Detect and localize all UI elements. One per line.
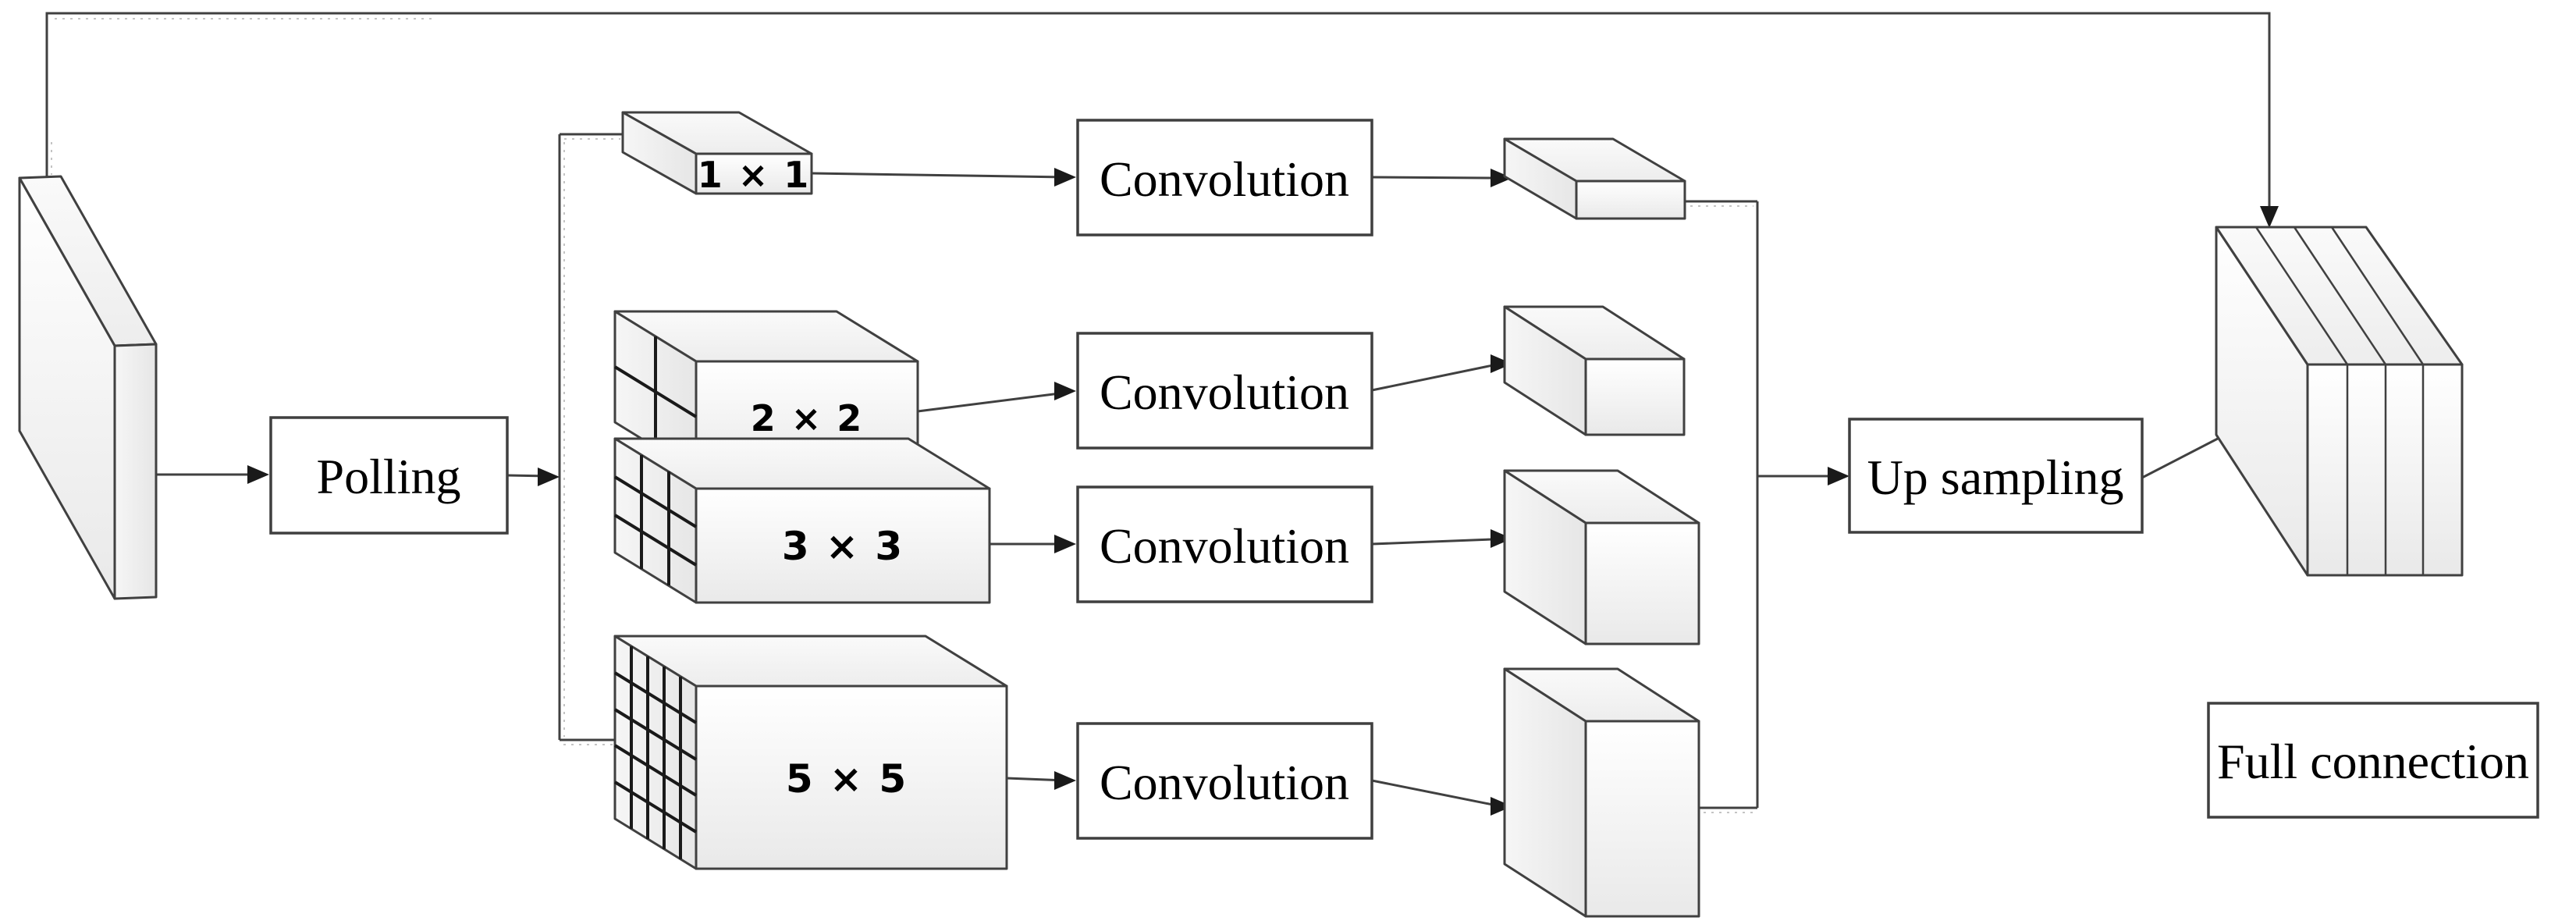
full-connection-label: Full connection <box>2217 734 2529 789</box>
pooling-box <box>269 416 509 535</box>
arrowhead-into-conv3 <box>1054 535 1076 553</box>
block1-to-conv1-line <box>811 172 1067 179</box>
arrowhead-into-conv2 <box>1054 382 1076 400</box>
conv3-to-out3-line <box>1371 538 1494 546</box>
conv-label-4: Convolution <box>1099 755 1350 810</box>
result-box-1 <box>1503 137 1686 220</box>
upsampling-box <box>1848 418 2144 534</box>
result-box-3-front-face <box>1584 521 1700 645</box>
pool-block-3x3 <box>613 437 991 604</box>
pool-block-5x5-front-face <box>695 685 1008 870</box>
dotted-guides <box>51 18 1753 813</box>
pool-block-2x2-grid <box>613 336 698 447</box>
arrowhead-into-conv4 <box>1054 771 1076 790</box>
result-box-1-front-face <box>1575 180 1686 220</box>
arrowhead-skip-down <box>2260 206 2279 228</box>
upsampling-label: Up sampling <box>1867 450 2124 505</box>
pool-size-label-1x1: 1 × 1 <box>697 154 811 196</box>
skip-connection-line <box>45 12 2271 220</box>
arrowhead-into-out4 <box>1491 797 1512 816</box>
conv-box-1 <box>1076 119 1373 236</box>
conv4-to-out4-line <box>1371 779 1494 806</box>
pool-block-5x5 <box>613 635 1008 870</box>
conv-label-3: Convolution <box>1099 518 1350 574</box>
arrowhead-into-pooling <box>247 465 269 484</box>
conv-box-2 <box>1076 332 1373 450</box>
connectors <box>45 12 2271 809</box>
block2-to-conv2-line <box>917 391 1067 413</box>
conv-label-1: Convolution <box>1099 151 1350 207</box>
input-slab-right-face <box>113 343 158 600</box>
arrowhead-into-out2 <box>1491 354 1512 373</box>
arrowhead-into-conv1 <box>1054 168 1076 187</box>
arrowhead-into-out1 <box>1491 169 1512 187</box>
process-boxes <box>269 119 2539 840</box>
result-box-2 <box>1503 305 1686 436</box>
result-box-3 <box>1503 469 1700 645</box>
arrowhead-into-out3 <box>1491 529 1512 548</box>
pool-block-1x1 <box>621 111 813 195</box>
output-stack-layer-lines <box>2254 226 2425 575</box>
result-box-2-front-face <box>1584 357 1686 436</box>
conv-box-4 <box>1076 722 1373 840</box>
arrowhead-into-branch <box>538 468 560 486</box>
conv-label-2: Convolution <box>1099 364 1350 420</box>
conv1-to-out1-line <box>1371 176 1494 180</box>
pool-size-label-5x5: 5 × 5 <box>785 756 908 802</box>
result-box-4 <box>1503 667 1700 918</box>
conv-box-3 <box>1076 485 1373 603</box>
conv-result-boxes <box>1503 137 1700 918</box>
conv2-to-out2-line <box>1371 364 1494 392</box>
pooling-label: Polling <box>316 449 461 504</box>
pool-block-3x3-grid <box>613 455 698 585</box>
full-connection-box <box>2207 702 2539 819</box>
output-stack <box>2215 226 2464 577</box>
arrowhead-into-upsampling <box>1828 467 1849 485</box>
pool-size-label-3x3: 3 × 3 <box>781 524 904 569</box>
result-box-4-front-face <box>1584 720 1700 918</box>
pool-size-label-2x2: 2 × 2 <box>750 397 864 439</box>
pool-block-5x5-grid <box>613 646 698 859</box>
pool-block-1x1-front-face <box>695 152 813 195</box>
input-feature-slab <box>18 175 158 600</box>
